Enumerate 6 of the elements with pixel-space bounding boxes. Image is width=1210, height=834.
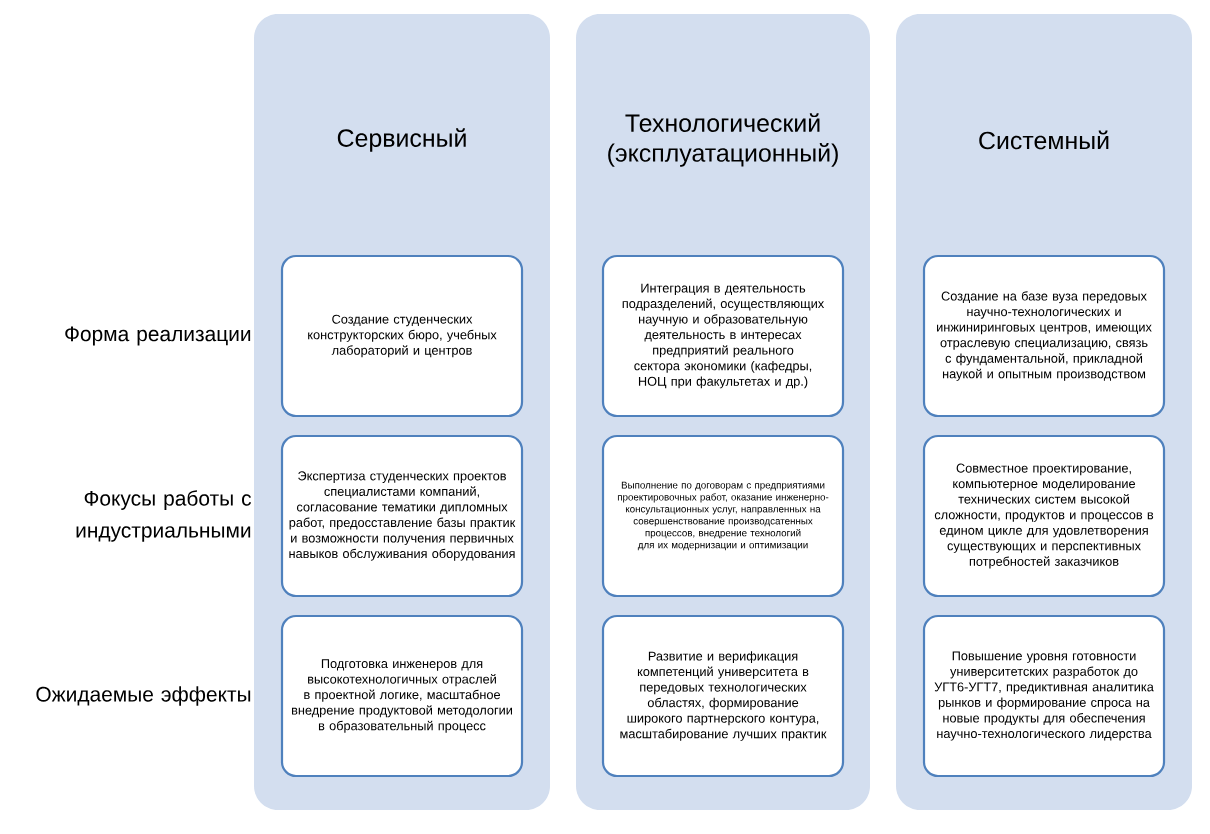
column-heading: Сервисный bbox=[337, 128, 466, 152]
row-label: Фокусы работы с индустриальными bbox=[76, 490, 252, 542]
row-label: Ожидаемые эффекты bbox=[36, 686, 251, 706]
column-heading: Системный bbox=[979, 130, 1109, 150]
column-heading: Технологический (эксплуатационный) bbox=[608, 113, 838, 167]
row-label: Форма реализации bbox=[65, 326, 251, 346]
